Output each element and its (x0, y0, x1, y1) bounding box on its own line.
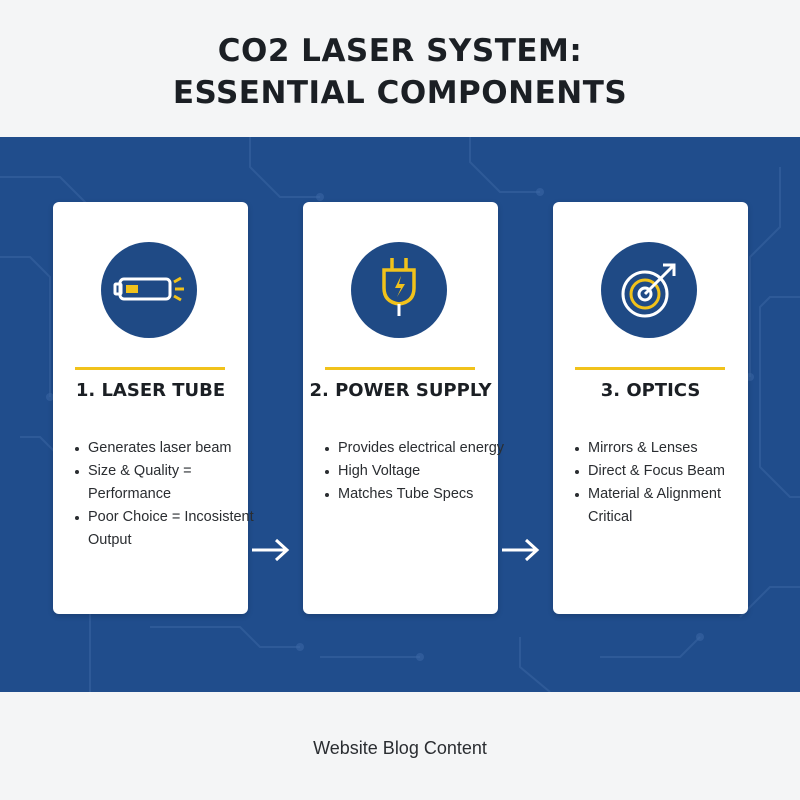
card-points: Provides electrical energy High Voltage … (323, 437, 513, 506)
card-title: 1. LASER TUBE (75, 380, 226, 401)
list-item: Poor Choice = Incosistent Output (73, 506, 263, 552)
accent-rule (325, 367, 475, 370)
icon-circle (601, 242, 697, 338)
list-item: Mirrors & Lenses (573, 437, 763, 460)
list-item: Generates laser beam (73, 437, 263, 460)
card-optics: 3. OPTICS Mirrors & Lenses Direct & Focu… (553, 202, 748, 614)
list-item: Direct & Focus Beam (573, 460, 763, 483)
target-icon (621, 263, 676, 318)
laser-tube-icon (113, 276, 184, 302)
title-line-2: ESSENTIAL COMPONENTS (172, 75, 628, 111)
accent-rule (575, 367, 725, 370)
power-plug-icon (382, 258, 416, 316)
list-item: Material & Alignment Critical (573, 483, 763, 529)
icon-circle (351, 242, 447, 338)
accent-rule (75, 367, 225, 370)
card-points: Mirrors & Lenses Direct & Focus Beam Mat… (573, 437, 763, 529)
components-band: 1. LASER TUBE Generates laser beam Size … (0, 137, 800, 692)
card-power-supply: 2. POWER SUPPLY Provides electrical ener… (303, 202, 504, 614)
list-item: Matches Tube Specs (323, 483, 513, 506)
icon-circle (101, 242, 197, 338)
title-line-1: CO2 LASER SYSTEM: (217, 33, 583, 69)
card-laser-tube: 1. LASER TUBE Generates laser beam Size … (53, 202, 254, 614)
infographic-title: CO2 LASER SYSTEM: ESSENTIAL COMPONENTS (0, 30, 800, 114)
list-item: High Voltage (323, 460, 513, 483)
list-item: Size & Quality = Performance (73, 460, 263, 506)
arrow-right-icon (502, 538, 540, 562)
card-points: Generates laser beam Size & Quality = Pe… (73, 437, 263, 552)
card-title: 3. OPTICS (600, 380, 701, 401)
arrow-right-icon (252, 538, 290, 562)
card-title: 2. POWER SUPPLY (309, 380, 492, 401)
list-item: Provides electrical energy (323, 437, 513, 460)
footer-caption: Website Blog Content (313, 738, 487, 758)
